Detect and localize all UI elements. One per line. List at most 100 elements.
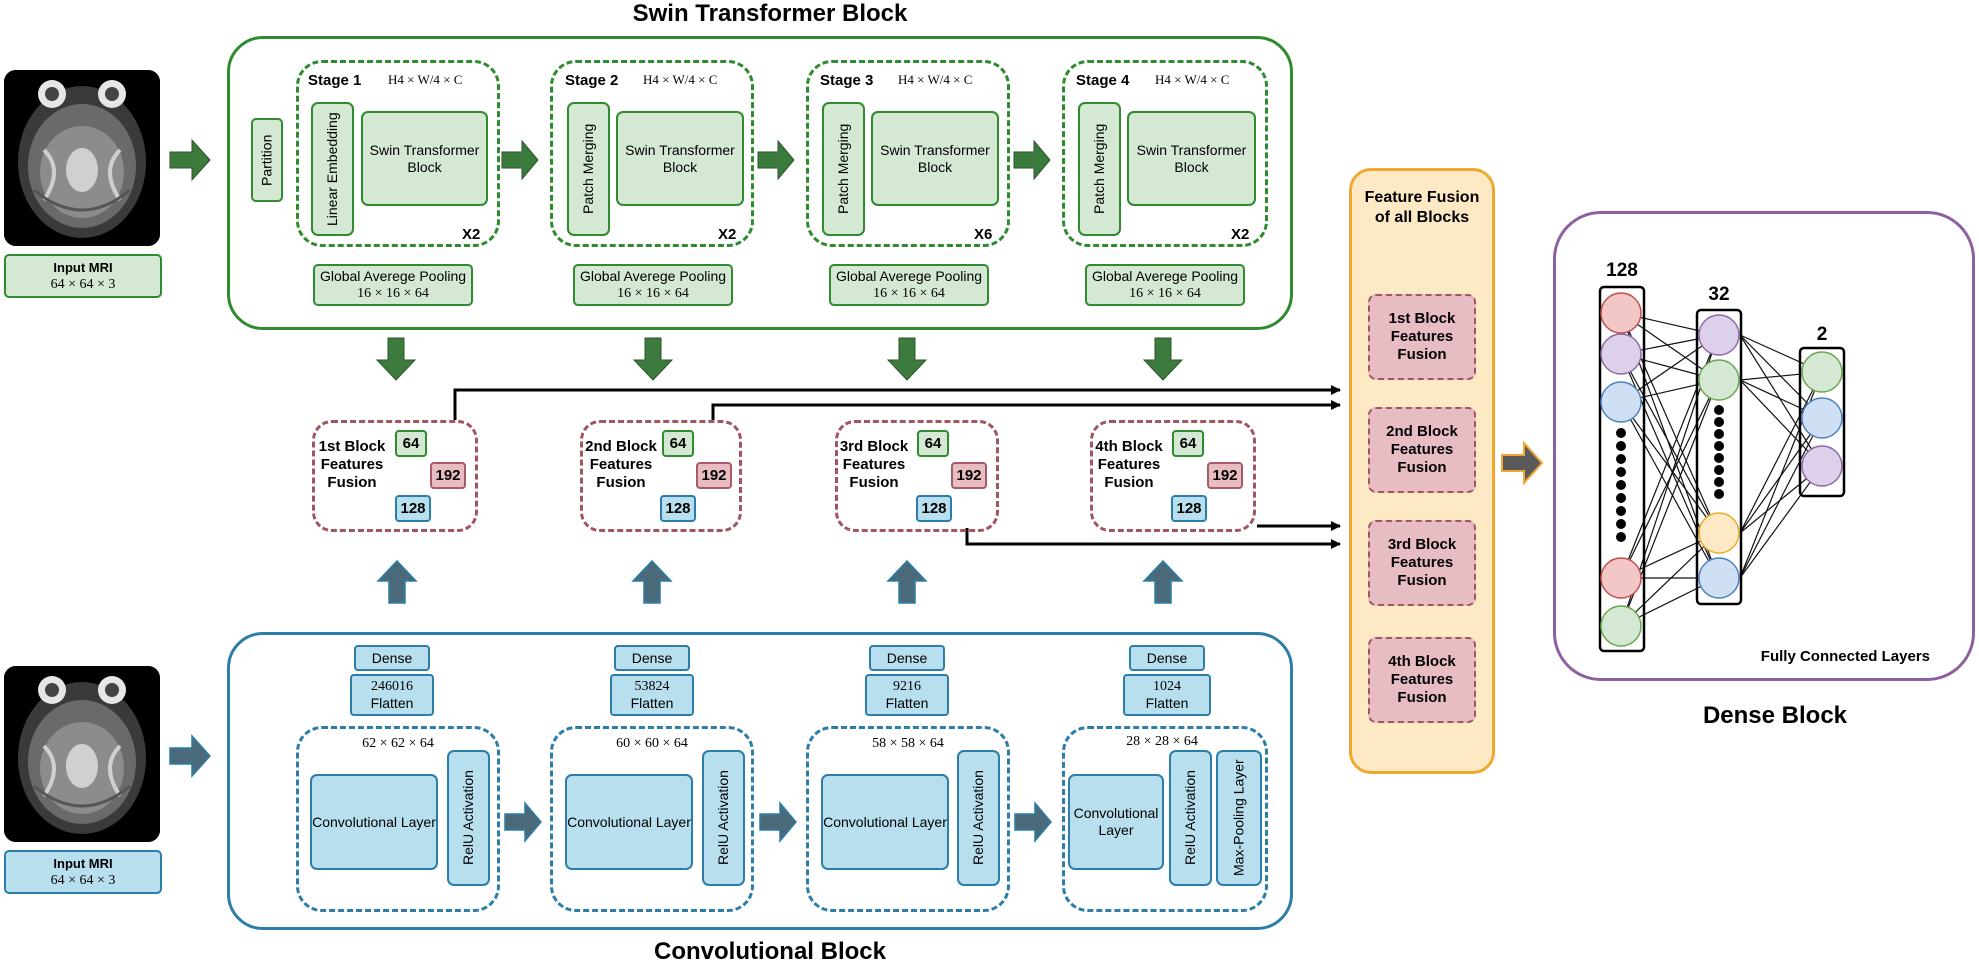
conv-up-arrows — [376, 559, 1184, 604]
conv-stage-dims: 58 × 58 × 64 — [872, 736, 944, 751]
conv-stage-1 — [296, 726, 500, 912]
stage-name: Stage 1 — [308, 72, 362, 89]
stage-name: Stage 3 — [820, 72, 874, 89]
feature-fusion-item-3: 3rd Block Features Fusion — [1368, 520, 1476, 606]
arrow-conv1-to-conv2 — [504, 800, 542, 844]
stage-name: Stage 2 — [565, 72, 619, 89]
up-arrow-2 — [631, 559, 673, 604]
up-arrow-1 — [376, 559, 418, 604]
dense-block-container — [1553, 211, 1975, 681]
fusion-dim-192: 192 — [951, 462, 987, 489]
flatten-label: Flatten — [1145, 695, 1189, 711]
relu-activation: RelU Activation — [702, 750, 745, 886]
arrow-stage1-to-stage2 — [501, 139, 539, 181]
swin-stage-3 — [806, 60, 1010, 247]
stage-swin-block: Swin Transformer Block — [1127, 111, 1256, 206]
stage-embedding: Patch Merging — [822, 102, 865, 236]
conv-layer: Convolutional Layer — [1068, 774, 1164, 870]
fusion-dim-64: 64 — [1172, 430, 1204, 457]
down-arrow-1 — [375, 337, 417, 381]
brain-scan-icon — [4, 70, 160, 246]
nn-node — [1801, 351, 1843, 393]
stage-swin-block: Swin Transformer Block — [871, 111, 999, 206]
nn-nodes-32 — [1698, 314, 1740, 599]
conv-layer: Convolutional Layer — [821, 774, 949, 870]
nn-node — [1698, 314, 1740, 356]
feature-fusion-title: Feature Fusion of all Blocks — [1364, 189, 1480, 226]
down-arrow-2 — [632, 337, 674, 381]
nn-node — [1698, 512, 1740, 554]
arrow-conv2-to-conv3 — [759, 800, 797, 844]
flatten-box: 53824 Flatten — [610, 674, 694, 716]
pool-dims: 16 × 16 × 64 — [1129, 286, 1201, 301]
brain-scan-icon — [4, 666, 160, 842]
nn-node — [1600, 381, 1642, 423]
relu-activation: RelU Activation — [1169, 750, 1212, 886]
nn-node — [1801, 397, 1843, 439]
conv-stage-dims: 60 × 60 × 64 — [616, 736, 688, 751]
pool-label: Global Averege Pooling — [579, 268, 727, 284]
flatten-label: Flatten — [885, 695, 929, 711]
fusion-dim-192: 192 — [696, 462, 732, 489]
fusion-dim-64: 64 — [662, 430, 694, 457]
stage-dims: H4 × W/4 × C — [643, 72, 718, 87]
nn-ellipsis-128 — [1616, 428, 1626, 542]
pool-label: Global Averege Pooling — [319, 268, 467, 284]
nn-ellipsis-32 — [1714, 405, 1724, 499]
global-avg-pool: Global Averege Pooling 16 × 16 × 64 — [1085, 264, 1245, 306]
input-dims: 64 × 64 × 3 — [50, 277, 116, 292]
layer-size-128: 128 — [1606, 260, 1638, 281]
fusion-dim-128: 128 — [916, 495, 952, 522]
conv-block-title: Convolutional Block — [653, 938, 886, 965]
swin-block-title: Swin Transformer Block — [632, 0, 908, 27]
layer-size-2: 2 — [1816, 324, 1828, 345]
stage-repeat: X6 — [974, 226, 993, 243]
nn-node — [1600, 333, 1642, 375]
pool-dims: 16 × 16 × 64 — [617, 286, 689, 301]
nn-node — [1600, 557, 1642, 599]
arrow-stage3-to-stage4 — [1013, 139, 1051, 181]
stage-dims: H4 × W/4 × C — [898, 72, 973, 87]
dense-box: Dense — [354, 645, 430, 671]
swin-transformer-container — [227, 36, 1293, 330]
flatten-size: 9216 — [893, 679, 921, 694]
fully-connected-caption: Fully Connected Layers — [1760, 648, 1930, 665]
input-mri-label-bottom: Input MRI 64 × 64 × 3 — [4, 850, 162, 894]
stage-repeat: X2 — [462, 226, 481, 243]
connector-3 — [965, 528, 1341, 549]
fusion-dim-128: 128 — [1171, 495, 1207, 522]
pool-label: Global Averege Pooling — [1091, 268, 1239, 284]
nn-node — [1698, 557, 1740, 599]
stage-swin-block: Swin Transformer Block — [361, 111, 488, 206]
nn-node — [1600, 605, 1642, 647]
fusion-dim-128: 128 — [660, 495, 696, 522]
connector-2 — [711, 400, 1341, 420]
dense-box: Dense — [614, 645, 690, 671]
down-arrow-3 — [886, 337, 928, 381]
fusion-label: 4th Block Features Fusion — [1095, 438, 1163, 491]
down-arrow-4 — [1142, 337, 1184, 381]
flatten-size: 1024 — [1153, 679, 1181, 694]
nn-layer-128-frame — [1598, 285, 1646, 653]
dense-box: Dense — [869, 645, 945, 671]
arrow-stage2-to-stage3 — [757, 139, 795, 181]
pool-dims: 16 × 16 × 64 — [873, 286, 945, 301]
nn-layer-frames — [1598, 285, 1846, 653]
partition-box: Partition — [251, 118, 283, 202]
pool-dims: 16 × 16 × 64 — [357, 286, 429, 301]
input-label: Input MRI — [53, 856, 113, 871]
nn-layer-2-frame — [1798, 346, 1846, 498]
fusion-connectors — [453, 385, 1341, 549]
swin-stage-2 — [550, 60, 754, 247]
fusion-block-1 — [312, 420, 478, 532]
input-mri-label-top: Input MRI 64 × 64 × 3 — [4, 254, 162, 298]
fusion-block-3 — [835, 420, 999, 532]
flatten-size: 246016 — [371, 679, 413, 694]
arrow-input-to-conv — [169, 734, 212, 778]
swin-stage-1 — [296, 60, 500, 247]
conv-block-container — [227, 632, 1293, 930]
global-avg-pool: Global Averege Pooling 16 × 16 × 64 — [829, 264, 989, 306]
fusion-label: 3rd Block Features Fusion — [839, 438, 909, 491]
stage-embedding: Linear Embedding — [311, 102, 354, 236]
